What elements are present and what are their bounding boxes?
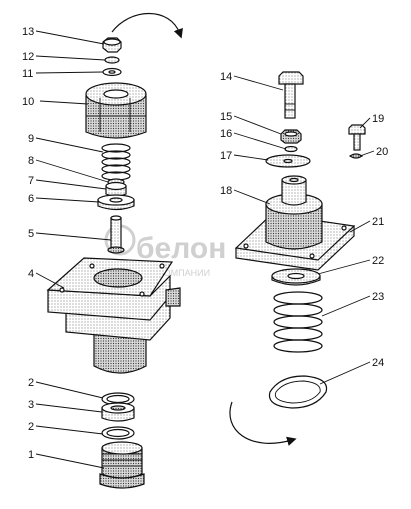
watermark-brand: белон: [136, 232, 226, 265]
screw-19: [348, 124, 366, 151]
callout-9: 9: [28, 133, 34, 145]
callout-10: 10: [22, 96, 34, 108]
callout-23: 23: [372, 291, 384, 303]
callout-21: 21: [372, 216, 384, 228]
callout-22: 22: [372, 255, 384, 267]
washer-11: [102, 67, 122, 77]
callout-3: 3: [28, 399, 34, 411]
callout-5: 5: [28, 228, 34, 240]
watermark-tagline: А КОМПАНИИ: [150, 268, 210, 278]
nut-15: [280, 129, 302, 144]
rotation-arrow-bottom: [229, 401, 297, 446]
callout-labels: 13 12 11 10 9 8 7 6 5 4 2 3 2 1 14 15 16…: [22, 26, 388, 461]
callout-4: 4: [28, 268, 34, 280]
callout-2-upper: 2: [28, 377, 34, 389]
callout-8: 8: [28, 155, 34, 167]
leader-lines: [35, 30, 375, 469]
callout-20: 20: [376, 146, 388, 158]
housing-4: [46, 257, 181, 374]
shaft-5: [107, 215, 125, 254]
spring-23: [273, 291, 323, 353]
callout-2-lower: 2: [28, 421, 34, 433]
callout-16: 16: [220, 128, 232, 140]
washer-16: [284, 145, 298, 153]
plate-washer-17: [265, 154, 311, 168]
gasket-ring-24: [268, 375, 328, 409]
threaded-plug-1: [99, 441, 145, 489]
weight-block-10: [85, 82, 147, 139]
callout-13: 13: [22, 26, 34, 38]
washer-12: [104, 56, 120, 64]
washer-20: [348, 153, 364, 159]
nut-13: [102, 37, 122, 53]
rotation-arrow-top: [111, 12, 183, 39]
bolt-14: [278, 71, 304, 119]
spring-seat-22: [271, 268, 321, 286]
washer-2-upper: [101, 392, 135, 406]
callout-17: 17: [220, 150, 232, 162]
flange-6: [97, 194, 135, 211]
callout-24: 24: [372, 357, 384, 369]
callout-14: 14: [220, 71, 232, 83]
spring-9: [101, 143, 131, 181]
callout-18: 18: [220, 185, 232, 197]
callout-1: 1: [28, 449, 34, 461]
watermark: белон А КОМПАНИИ: [104, 224, 226, 278]
callout-19: 19: [372, 113, 384, 125]
callout-12: 12: [22, 51, 34, 63]
washer-2-lower: [101, 426, 135, 440]
sleeve-7: [105, 181, 127, 197]
housing-18: [265, 175, 323, 250]
callout-15: 15: [220, 111, 232, 123]
callout-6: 6: [28, 193, 34, 205]
callout-11: 11: [22, 68, 33, 80]
bushing-3: [101, 402, 135, 422]
callout-7: 7: [28, 175, 34, 187]
